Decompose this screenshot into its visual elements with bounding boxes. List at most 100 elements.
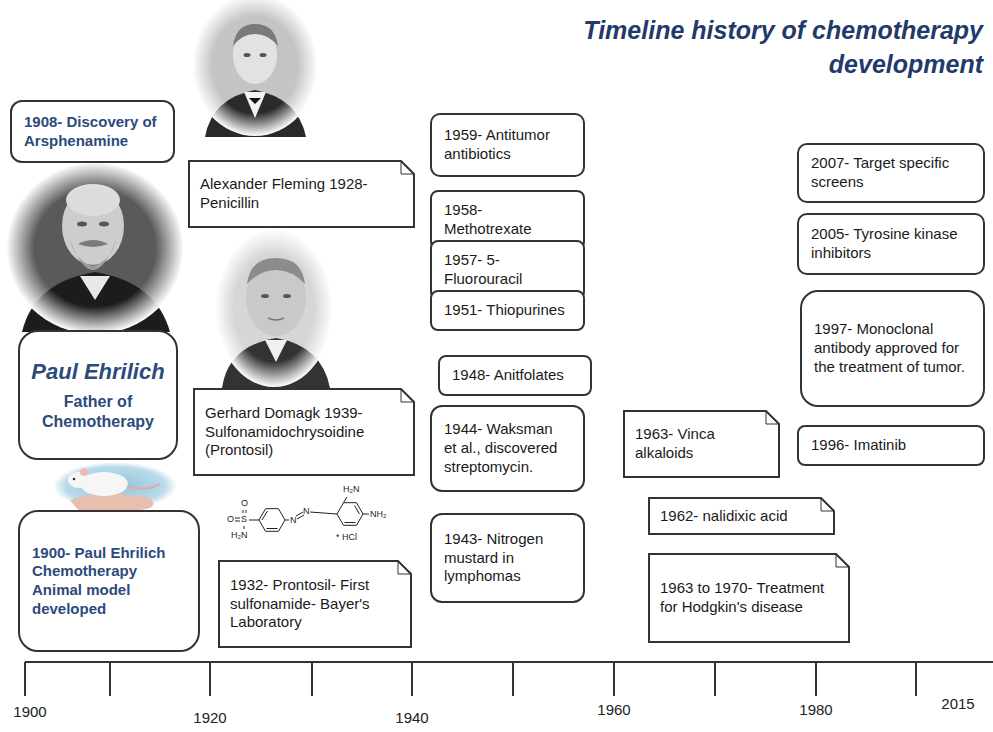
timeline-axis [24,662,26,696]
event-text: 1900- Paul Ehrilich Chemotherapy Animal … [32,544,186,619]
timeline-axis [915,662,917,696]
event-box: 1959- Antitumor antibiotics [430,113,585,177]
timeline-axis [25,661,993,663]
domagk-portrait [215,229,333,387]
chemical-atom-label: H₂N [231,530,248,540]
folded-corner [401,161,414,174]
event-text: 1932- Prontosil- First sulfonamide- Baye… [230,576,398,632]
lab-mouse-picture [73,478,76,481]
folded-note-box: Alexander Fleming 1928- Penicillin [188,160,415,228]
fleming-portrait [193,0,317,135]
event-box: 1908- Discovery of Arsphenamine [10,100,175,163]
event-box: 1944- Waksman et al., discovered strepto… [430,405,585,492]
folded-note-box: 1962- nalidixic acid [648,497,835,535]
prontosil-structure [246,510,247,513]
event-text: 1958- Methotrexate [444,201,569,239]
folded-note-box: 1963 to 1970- Treatment for Hodgkin's di… [648,553,850,643]
timeline-axis [815,662,817,696]
chemical-atom-label: O [241,498,248,508]
diagram-title: Timeline history of chemotherapy develop… [583,14,983,82]
lab-mouse-picture [80,468,88,476]
folded-corner [821,498,834,511]
event-box: Paul EhrilichFather of Chemotherapy [18,330,178,460]
ehrlich-portrait [7,163,183,333]
chemical-atom-label: * HCl [336,532,357,542]
axis-year: 1960 [597,701,630,718]
chemical-atom-label: O [227,514,234,524]
event-text: 1997- Monoclonal antibody approved for t… [814,320,969,376]
event-text: 1908- Discovery of Arsphenamine [24,113,161,151]
folded-note-border [624,411,779,477]
person-name: Paul Ehrilich [31,358,164,386]
event-text: 1948- Anitfolates [452,366,564,385]
event-box: 1996- Imatinib [797,425,985,466]
event-text: 1959- Antitumor antibiotics [444,126,569,164]
chemical-atom-label: N [290,515,297,525]
prontosil-structure [337,503,363,526]
folded-note-border [649,554,849,642]
prontosil-structure [259,509,285,532]
prontosil-structure [297,515,304,519]
ehrlich-portrait [6,162,184,334]
prontosil-structure [296,512,303,516]
axis-year: 2015 [941,695,974,712]
axis-year: 1900 [13,703,46,720]
axis-year: 1940 [395,709,428,726]
event-text: 1963 to 1970- Treatment for Hodgkin's di… [660,579,836,617]
event-text: Gerhard Domagk 1939- Sulfonamidochrysoid… [205,404,401,460]
event-text: 1951- Thiopurines [444,301,565,320]
folded-corner [401,389,414,402]
domagk-portrait [216,230,332,386]
timeline-axis [613,662,615,696]
prontosil-structure [345,522,356,523]
prontosil-structure [235,518,240,519]
event-text: 1943- Nitrogen mustard in lymphomas [444,530,569,586]
event-box: 1948- Anitfolates [438,355,592,396]
event-box: 1943- Nitrogen mustard in lymphomas [430,513,585,603]
timeline-axis [25,662,993,696]
folded-note-border [219,561,411,647]
event-text: 1962- nalidixic acid [660,507,788,526]
event-box: 1997- Monoclonal antibody approved for t… [800,290,985,407]
prontosil-structure [363,514,369,515]
prontosil-structure [243,510,244,513]
event-box: 1900- Paul Ehrilich Chemotherapy Animal … [18,510,200,652]
timeline-axis [714,662,716,696]
event-text: 1944- Waksman et al., discovered strepto… [444,420,569,476]
timeline-axis [109,662,111,696]
fleming-portrait [192,0,318,137]
event-text: 2005- Tyrosine kinase inhibitors [811,225,969,263]
prontosil-structure [310,512,337,514]
axis-year: 1920 [193,709,226,726]
folded-note-box: Gerhard Domagk 1939- Sulfonamidochrysoid… [193,388,415,476]
event-text: 1957- 5-Fluorouracil [444,251,569,289]
event-text: 1963- Vinca alkaloids [635,425,766,463]
folded-note-border [194,389,414,475]
folded-note-border [649,498,834,534]
timeline-axis [512,662,514,696]
event-text: 1996- Imatinib [811,436,906,455]
lab-mouse-picture [127,484,160,489]
prontosil-structure [249,520,259,521]
chemical-atom-label: H₂N [343,484,360,494]
ehrlich-portrait [6,162,184,334]
axis-year: 1980 [799,701,832,718]
folded-note-box: 1963- Vinca alkaloids [623,410,780,478]
chemical-atom-label: N [303,506,310,516]
prontosil-structure [285,520,289,521]
prontosil-structure [235,497,369,531]
prontosil-structure [344,497,348,503]
event-box: 2007- Target specific screens [797,143,985,203]
lab-mouse-picture [70,493,153,510]
lab-mouse-picture [53,462,177,510]
chemical-atom-label: NH₂ [370,509,387,519]
chemical-atom-label: S [241,514,247,524]
prontosil-structure [267,528,278,529]
timeline-axis [311,662,313,696]
event-box: 1951- Thiopurines [430,290,585,331]
prontosil-structure [235,521,240,522]
timeline-axis [209,662,211,696]
fleming-portrait [192,0,318,136]
event-box: 2005- Tyrosine kinase inhibitors [797,213,985,275]
folded-note-box: 1932- Prontosil- First sulfonamide- Baye… [218,560,412,648]
